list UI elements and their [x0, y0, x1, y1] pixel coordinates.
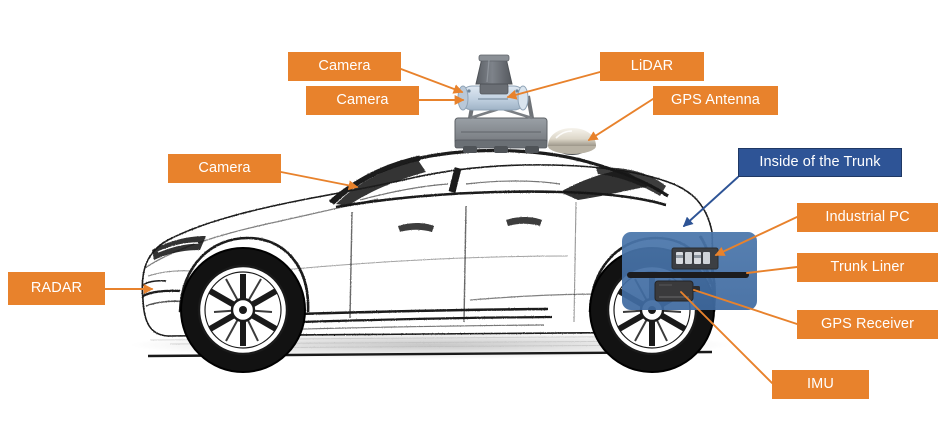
callout-label: LiDAR — [630, 58, 674, 75]
gps-antenna-dome — [548, 128, 596, 155]
camera-windshield-line — [280, 171, 359, 191]
callout-camera-roof-left[interactable]: Camera — [288, 52, 401, 81]
callout-label: Camera — [336, 92, 389, 109]
callout-camera-roof-lower[interactable]: Camera — [306, 86, 419, 115]
callout-label: GPS Receiver — [820, 316, 915, 333]
callout-label: Inside of the Trunk — [759, 154, 881, 171]
callout-label: Camera — [198, 160, 251, 177]
gps-receiver-imu-device — [654, 280, 700, 302]
gps-antenna-line — [587, 98, 654, 141]
callout-inside-of-the-trunk[interactable]: Inside of the Trunk — [738, 148, 902, 177]
callout-imu[interactable]: IMU — [772, 370, 869, 399]
callout-gps-receiver[interactable]: GPS Receiver — [797, 310, 938, 339]
callout-industrial-pc[interactable]: Industrial PC — [797, 203, 938, 232]
callout-label: Camera — [318, 58, 371, 75]
callout-label: Industrial PC — [825, 209, 910, 226]
callout-label: RADAR — [30, 280, 83, 297]
callout-camera-windshield[interactable]: Camera — [168, 154, 281, 183]
callout-radar[interactable]: RADAR — [8, 272, 105, 305]
callout-label: IMU — [807, 376, 834, 393]
industrial-pc-device — [671, 247, 719, 270]
trunk-liner-bar — [627, 272, 749, 278]
callout-lidar[interactable]: LiDAR — [600, 52, 704, 81]
callout-trunk-liner[interactable]: Trunk Liner — [797, 253, 938, 282]
roof-sensor-rig — [454, 54, 548, 153]
trunk-cutaway-panel — [622, 232, 757, 310]
callout-label: GPS Antenna — [671, 92, 760, 109]
callout-label: Trunk Liner — [830, 259, 905, 276]
callout-gps-antenna[interactable]: GPS Antenna — [653, 86, 778, 115]
front-wheel — [180, 247, 306, 373]
